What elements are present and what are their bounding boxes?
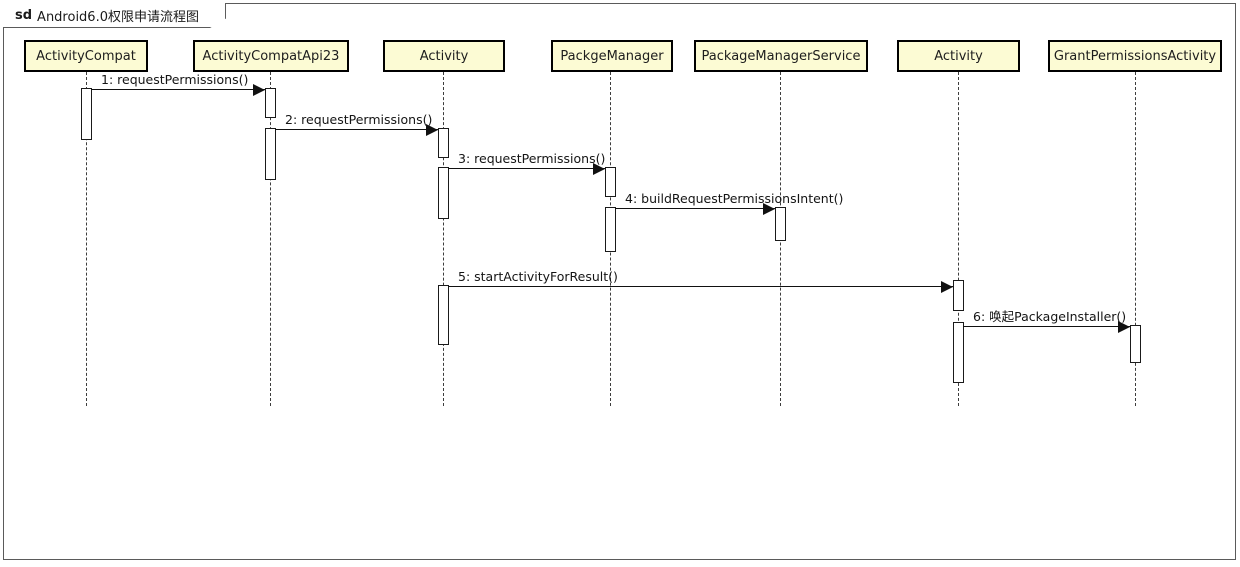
activation-bar-activity-2[interactable]: [953, 280, 964, 311]
activation-bar-activitycompatapi23[interactable]: [265, 88, 276, 118]
lifeline-activity-2: [958, 72, 959, 406]
lifeline-activity-1: [443, 72, 444, 406]
message-label-6: 6: 唤起PackageInstaller(): [973, 309, 1127, 324]
lifeline-label: Activity: [419, 48, 469, 64]
message-line-2[interactable]: [275, 129, 438, 130]
lifeline-label: PackgeManager: [560, 48, 664, 64]
lifeline-label: ActivityCompatApi23: [202, 48, 340, 64]
activation-bar-activity-2[interactable]: [953, 322, 964, 383]
message-label-1: 1: requestPermissions(): [101, 72, 249, 87]
message-arrowhead-3: [593, 163, 605, 175]
frame-keyword: sd: [15, 7, 33, 23]
message-arrowhead-6: [1118, 321, 1130, 333]
lifeline-head-activity-1[interactable]: Activity: [383, 40, 505, 72]
message-label-3: 3: requestPermissions(): [458, 151, 606, 166]
message-arrowhead-1: [253, 84, 265, 96]
frame-label: sd Android6.0权限申请流程图: [3, 3, 226, 28]
message-arrowhead-2: [426, 124, 438, 136]
activation-bar-grantpermissionsactivity[interactable]: [1130, 325, 1141, 363]
lifeline-label: GrantPermissionsActivity: [1053, 48, 1217, 64]
activation-bar-activitycompatapi23[interactable]: [265, 128, 276, 180]
message-line-4[interactable]: [615, 208, 775, 209]
lifeline-head-activitycompat[interactable]: ActivityCompat: [24, 40, 148, 72]
activation-bar-activity-1[interactable]: [438, 285, 449, 345]
lifeline-head-activitycompatapi23[interactable]: ActivityCompatApi23: [193, 40, 349, 72]
lifeline-head-activity-2[interactable]: Activity: [897, 40, 1020, 72]
lifeline-head-packagemanagerservice[interactable]: PackageManagerService: [694, 40, 868, 72]
message-line-3[interactable]: [448, 168, 605, 169]
activation-bar-activity-1[interactable]: [438, 167, 449, 219]
message-line-1[interactable]: [91, 89, 265, 90]
message-label-4: 4: buildRequestPermissionsIntent(): [625, 191, 844, 206]
lifeline-head-grantpermissionsactivity[interactable]: GrantPermissionsActivity: [1048, 40, 1222, 72]
activation-bar-packgemanager[interactable]: [605, 167, 616, 197]
lifeline-label: ActivityCompat: [36, 48, 136, 64]
message-arrowhead-5: [941, 281, 953, 293]
activation-bar-packagemanagerservice[interactable]: [775, 207, 786, 241]
message-label-5: 5: startActivityForResult(): [458, 269, 618, 284]
lifeline-label: Activity: [934, 48, 983, 64]
lifeline-activitycompat: [86, 72, 87, 406]
lifeline-activitycompatapi23: [270, 72, 271, 406]
message-arrowhead-4: [763, 203, 775, 215]
activation-bar-packgemanager[interactable]: [605, 207, 616, 252]
message-label-2: 2: requestPermissions(): [285, 112, 433, 127]
activation-bar-activitycompat[interactable]: [81, 88, 92, 140]
message-line-5[interactable]: [448, 286, 953, 287]
frame-title: Android6.0权限申请流程图: [37, 9, 199, 25]
lifeline-grantpermissionsactivity: [1135, 72, 1136, 406]
lifeline-head-packgemanager[interactable]: PackgeManager: [551, 40, 673, 72]
message-line-6[interactable]: [963, 326, 1130, 327]
activation-bar-activity-1[interactable]: [438, 128, 449, 158]
sequence-diagram-frame: [3, 3, 1236, 560]
lifeline-label: PackageManagerService: [701, 48, 861, 64]
